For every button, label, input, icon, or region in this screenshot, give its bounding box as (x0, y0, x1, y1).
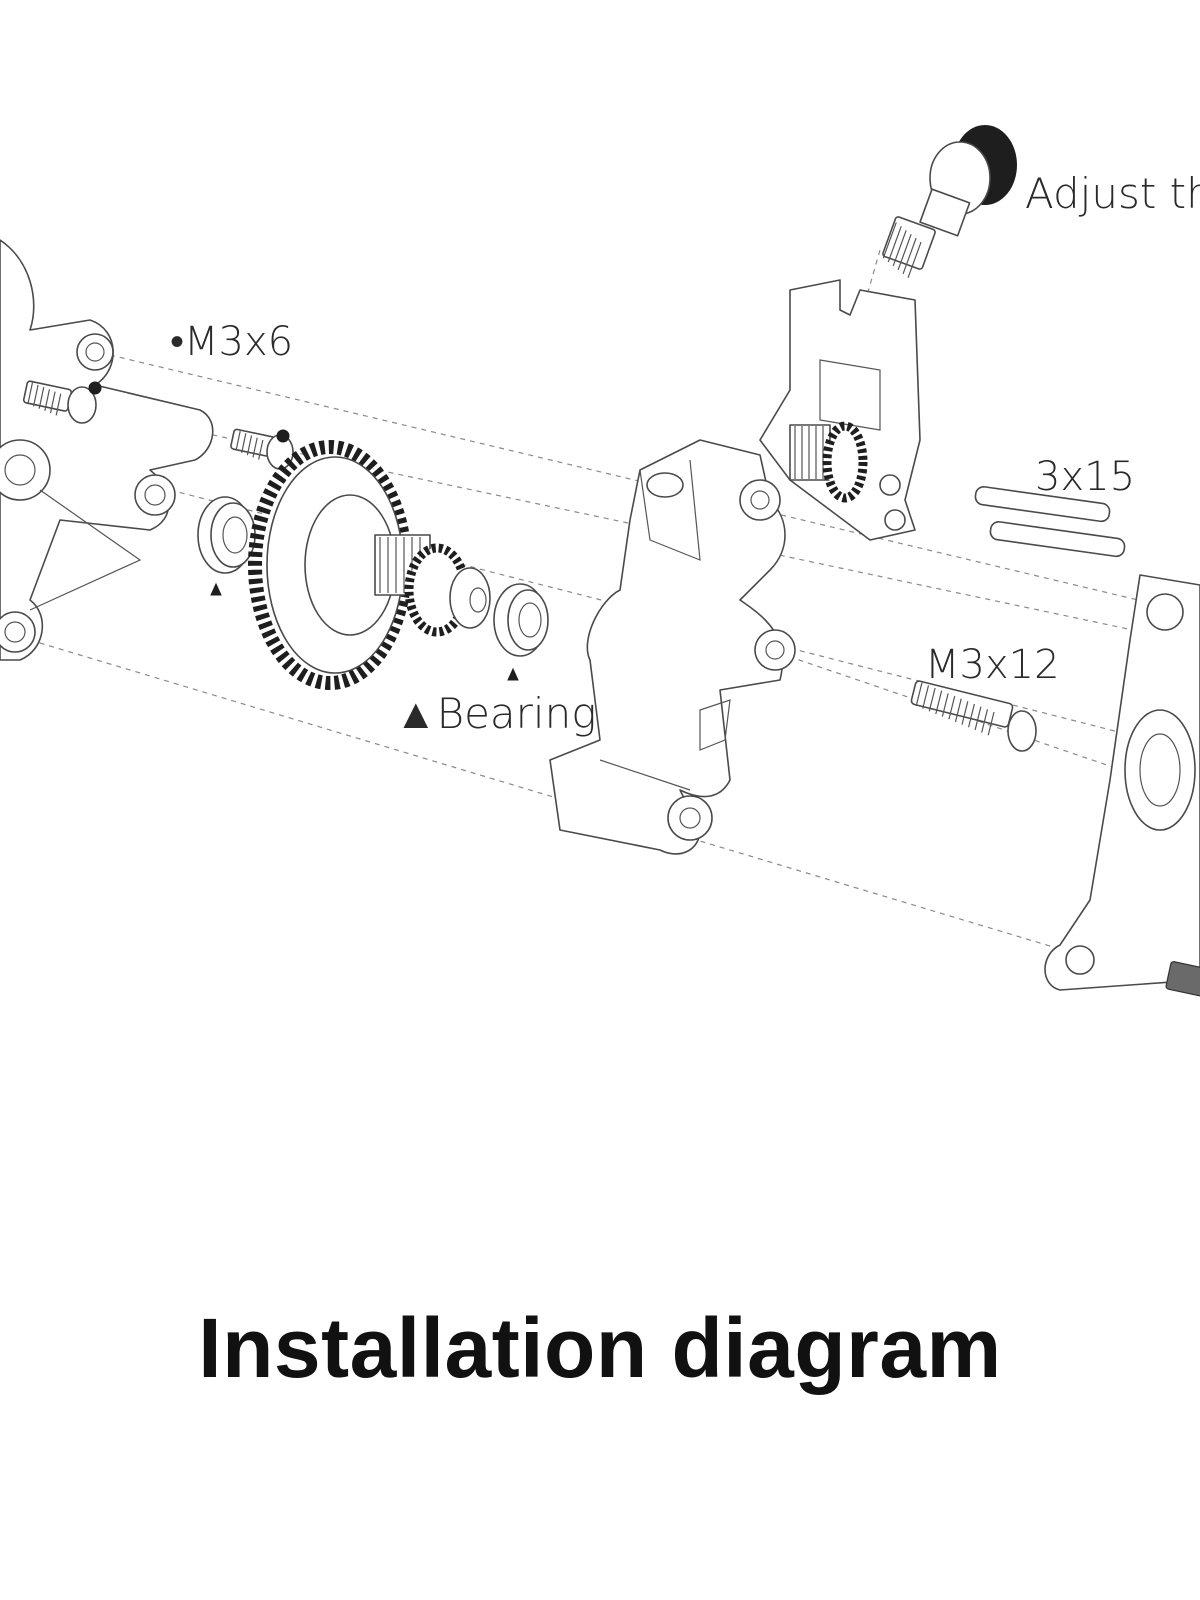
bearing-right (493, 583, 549, 681)
3x15-pins (974, 485, 1126, 558)
label-3x15-pin: 3x15 (1035, 454, 1135, 500)
center-gearbox-housing (549, 439, 796, 855)
label-bearing: ▲Bearing (395, 689, 596, 738)
label-adjust: Adjust the (1025, 169, 1200, 218)
adjustment-knob (882, 125, 1017, 278)
diagram-title: Installation diagram (198, 1301, 1002, 1395)
screw-right-edge (1165, 961, 1200, 997)
bearing-left (197, 496, 256, 596)
m3x6-screw-lower (230, 428, 294, 470)
spur-gear-assembly (248, 440, 491, 690)
m3x6-screw-upper (22, 380, 102, 424)
tensioner-arm (759, 279, 921, 541)
m3x12-screw (910, 680, 1037, 752)
left-gearbox-housing (0, 239, 214, 661)
right-side-plate (1044, 574, 1200, 991)
label-m3x12: M3x12 (925, 642, 1060, 688)
label-m3x6: •M3x6 (170, 319, 293, 365)
